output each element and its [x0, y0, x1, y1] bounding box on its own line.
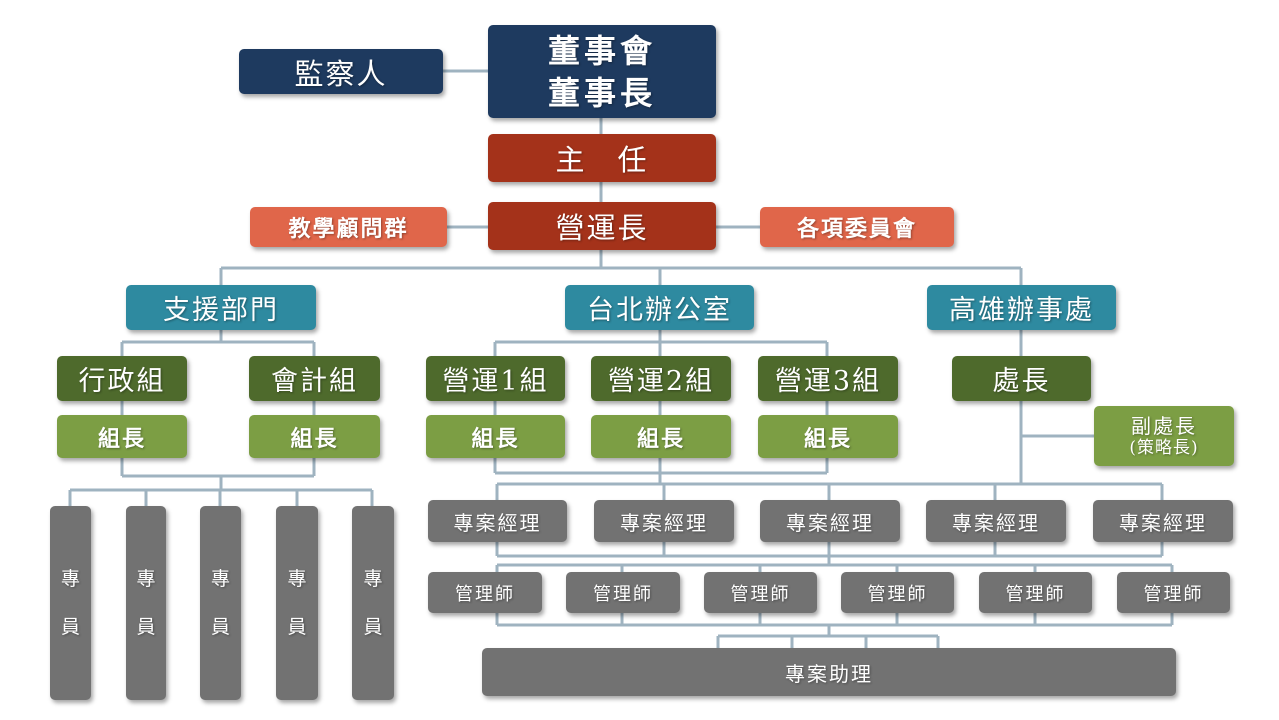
ops2-group-box: 營運2組 [591, 356, 731, 401]
project-manager-box: 專案經理 [428, 500, 567, 542]
group-leader-box: 組長 [591, 415, 731, 458]
manager-label: 管理師 [593, 583, 653, 605]
deputy-director-note: (策略長) [1129, 438, 1199, 458]
specialist-box: 專 員 [50, 506, 91, 700]
specialist-label-2: 員 [136, 616, 156, 638]
group-leader-label: 組長 [290, 425, 339, 452]
specialist-label-1: 專 [60, 568, 80, 590]
specialist-label-1: 專 [363, 568, 383, 590]
project-assistant-label: 專案助理 [785, 661, 873, 686]
manager-box: 管理師 [566, 572, 680, 613]
board-box: 董事會 董事長 [488, 25, 716, 118]
taipei-office-box: 台北辦公室 [565, 285, 754, 330]
group-leader-label: 組長 [803, 425, 852, 452]
group-leader-box: 組長 [57, 415, 187, 458]
group-leader-box: 組長 [758, 415, 898, 458]
accounting-group-label: 會計組 [271, 366, 358, 397]
supervisor-box: 監察人 [239, 49, 443, 94]
specialist-label-2: 員 [287, 616, 307, 638]
deputy-director-label: 副處長 [1131, 414, 1197, 438]
specialist-label-1: 專 [136, 568, 156, 590]
committees-box: 各項委員會 [760, 207, 954, 247]
manager-label: 管理師 [455, 583, 515, 605]
ops1-group-label: 營運1組 [442, 366, 549, 397]
manager-box: 管理師 [704, 572, 817, 613]
ops3-group-box: 營運3組 [758, 356, 898, 401]
branch-head-box: 處長 [952, 356, 1091, 401]
project-manager-box: 專案經理 [1093, 500, 1233, 542]
manager-box: 管理師 [1117, 572, 1230, 613]
ops2-group-label: 營運2組 [607, 366, 715, 397]
manager-box: 管理師 [979, 572, 1092, 613]
project-manager-box: 專案經理 [926, 500, 1066, 542]
manager-label: 管理師 [867, 583, 928, 605]
specialist-box: 專 員 [352, 506, 394, 700]
advisors-label: 教學顧問群 [288, 216, 409, 242]
chairman-title: 董事長 [547, 73, 656, 112]
manager-label: 管理師 [730, 583, 791, 605]
group-leader-box: 組長 [249, 415, 380, 458]
group-leader-label: 組長 [471, 425, 520, 452]
specialist-label-1: 專 [287, 568, 307, 590]
group-leader-label: 組長 [97, 425, 146, 452]
director-label: 主 任 [555, 143, 649, 177]
director-box: 主 任 [488, 134, 716, 182]
support-dept-label: 支援部門 [163, 295, 279, 326]
ops3-group-label: 營運3組 [774, 366, 882, 397]
specialist-box: 專 員 [126, 506, 166, 700]
manager-label: 管理師 [1005, 583, 1066, 605]
manager-box: 管理師 [428, 572, 542, 613]
project-manager-box: 專案經理 [760, 500, 900, 542]
kaohsiung-office-box: 高雄辦事處 [927, 285, 1116, 330]
advisors-box: 教學顧問群 [250, 207, 447, 247]
manager-label: 管理師 [1143, 583, 1204, 605]
kaohsiung-office-label: 高雄辦事處 [949, 295, 1094, 326]
coo-box: 營運長 [488, 202, 716, 250]
committees-label: 各項委員會 [796, 216, 917, 242]
supervisor-label: 監察人 [294, 56, 388, 91]
taipei-office-label: 台北辦公室 [587, 295, 732, 326]
admin-group-box: 行政組 [57, 356, 187, 401]
admin-group-label: 行政組 [78, 366, 166, 397]
specialist-box: 專 員 [276, 506, 318, 700]
support-dept-box: 支援部門 [126, 285, 316, 330]
deputy-director-box: 副處長 (策略長) [1094, 406, 1234, 466]
specialist-box: 專 員 [200, 506, 241, 700]
branch-head-label: 處長 [992, 366, 1051, 397]
accounting-group-box: 會計組 [249, 356, 380, 401]
project-manager-label: 專案經理 [453, 510, 542, 535]
specialist-label-1: 專 [210, 568, 230, 590]
group-leader-box: 組長 [426, 415, 565, 458]
project-manager-label: 專案經理 [786, 510, 874, 535]
project-manager-box: 專案經理 [594, 500, 734, 542]
project-manager-label: 專案經理 [1119, 510, 1207, 535]
ops1-group-box: 營運1組 [426, 356, 565, 401]
group-leader-label: 組長 [636, 425, 685, 452]
manager-box: 管理師 [841, 572, 954, 613]
project-manager-label: 專案經理 [952, 510, 1040, 535]
project-assistant-box: 專案助理 [482, 648, 1176, 696]
specialist-label-2: 員 [60, 616, 80, 638]
project-manager-label: 專案經理 [620, 510, 708, 535]
specialist-label-2: 員 [363, 616, 383, 638]
specialist-label-2: 員 [210, 616, 230, 638]
coo-label: 營運長 [555, 211, 649, 245]
board-title: 董事會 [547, 31, 656, 70]
